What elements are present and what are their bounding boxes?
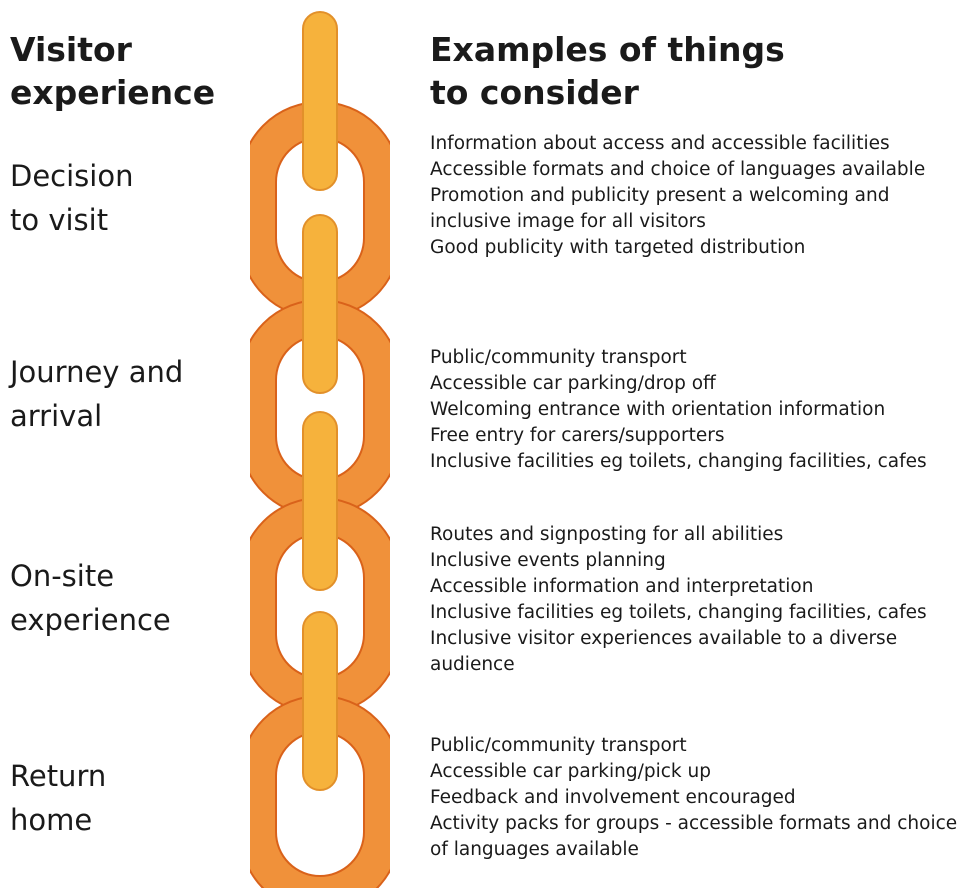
- list-item: Accessible car parking/pick up: [430, 761, 711, 782]
- list-item: Public/community transport: [430, 347, 687, 368]
- list-item: Inclusive events planning: [430, 550, 666, 571]
- list-item: Accessible car parking/drop off: [430, 373, 716, 394]
- list-item: Accessible information and interpretatio…: [430, 576, 814, 597]
- list-item: Information about access and accessible …: [430, 133, 890, 154]
- chain-link-vertical-4-icon: [302, 611, 338, 791]
- list-item: Welcoming entrance with orientation info…: [430, 399, 886, 420]
- chain-icon: [250, 11, 390, 888]
- chain-link-vertical-1-icon: [302, 11, 338, 191]
- considerations-list-decision-to-visit: Information about access and accessible …: [430, 131, 960, 261]
- list-item: Accessible formats and choice of languag…: [430, 159, 926, 180]
- chain-link-vertical-3-icon: [302, 411, 338, 591]
- list-item: Feedback and involvement encouraged: [430, 787, 796, 808]
- list-item: Inclusive facilities eg toilets, changin…: [430, 602, 927, 623]
- considerations-list-return-home: Public/community transport Accessible ca…: [430, 733, 960, 863]
- list-item: Routes and signposting for all abilities: [430, 524, 784, 545]
- stage-label-decision-to-visit: Decision to visit: [10, 159, 134, 237]
- stage-label-journey-and-arrival: Journey and arrival: [10, 355, 184, 433]
- chain-link-vertical-2-icon: [302, 214, 338, 394]
- list-item: Public/community transport: [430, 735, 687, 756]
- list-item: Free entry for carers/supporters: [430, 425, 725, 446]
- visitor-experience-heading: Visitor experience: [10, 30, 216, 112]
- stage-label-return-home: Return home: [10, 759, 107, 837]
- considerations-list-on-site-experience: Routes and signposting for all abilities…: [430, 522, 960, 678]
- stage-label-on-site-experience: On-site experience: [10, 559, 171, 637]
- examples-heading: Examples of things to consider: [430, 30, 785, 112]
- list-item: Activity packs for groups - accessible f…: [430, 813, 958, 860]
- list-item: Good publicity with targeted distributio…: [430, 237, 806, 258]
- list-item: Inclusive facilities eg toilets, changin…: [430, 451, 927, 472]
- list-item: Promotion and publicity present a welcom…: [430, 185, 890, 232]
- considerations-list-journey-and-arrival: Public/community transport Accessible ca…: [430, 345, 960, 475]
- list-item: Inclusive visitor experiences available …: [430, 628, 898, 675]
